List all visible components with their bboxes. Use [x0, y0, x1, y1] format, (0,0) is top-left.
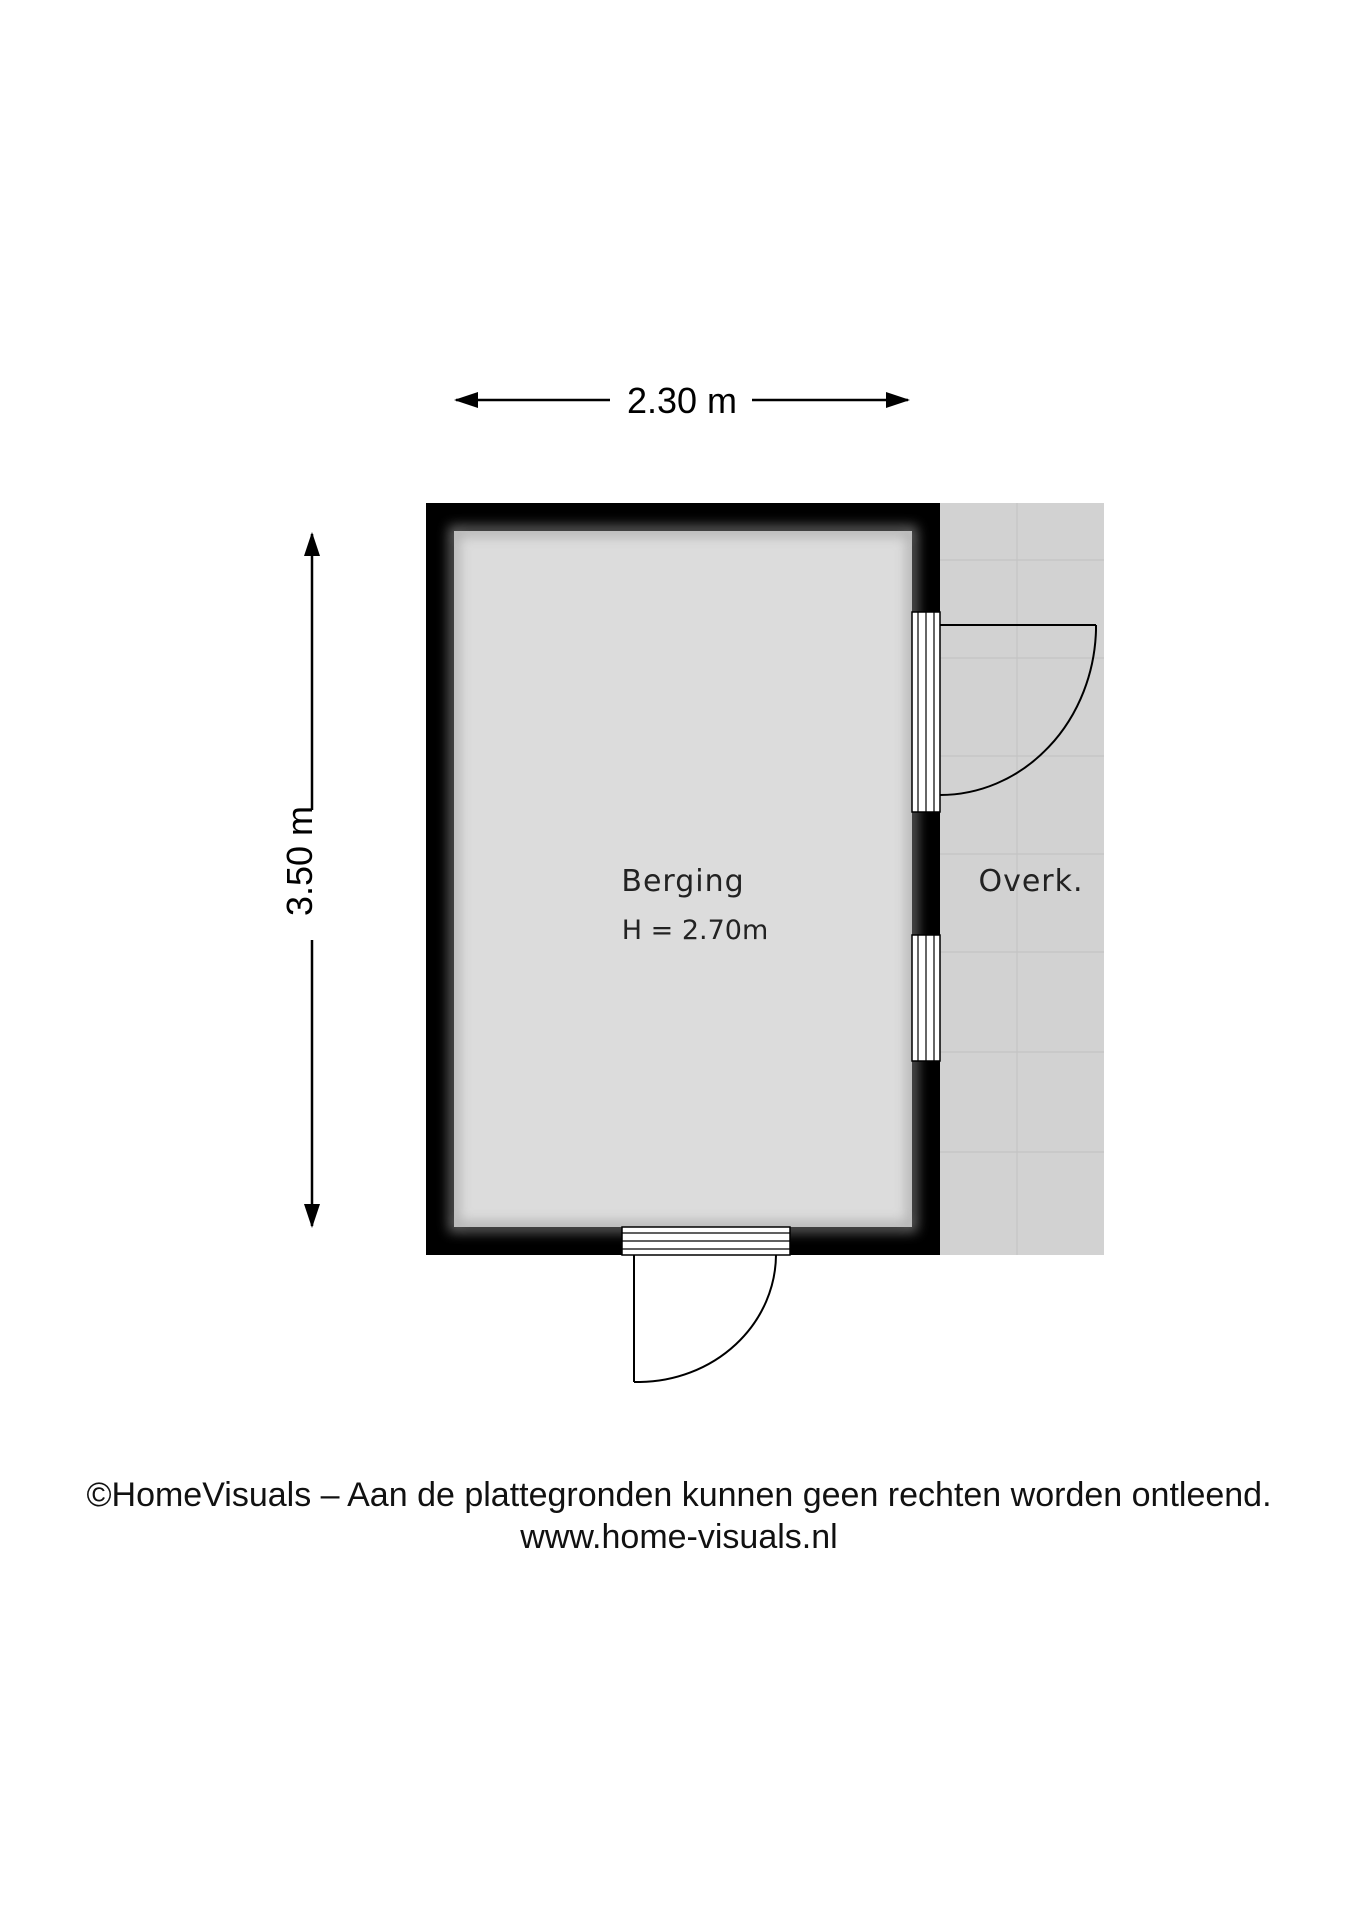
- website-link[interactable]: www.home-visuals.nl: [520, 1518, 838, 1556]
- copyright-notice: ©HomeVisuals – Aan de plattegronden kunn…: [86, 1476, 1272, 1514]
- height-dimension: 3.50 m: [279, 532, 320, 1228]
- room-name-berging: Berging: [621, 864, 744, 899]
- side-window: [911, 934, 941, 1062]
- width-dimension: 2.30 m: [454, 380, 910, 421]
- front-door: [621, 1226, 791, 1383]
- height-label: 3.50 m: [279, 806, 320, 916]
- room-name-overk: Overk.: [978, 864, 1083, 899]
- storage-room: [426, 503, 940, 1255]
- width-label: 2.30 m: [627, 380, 737, 421]
- side-door: [911, 611, 1097, 813]
- room-height-note: H = 2.70m: [622, 915, 769, 946]
- covered-area: [938, 503, 1104, 1255]
